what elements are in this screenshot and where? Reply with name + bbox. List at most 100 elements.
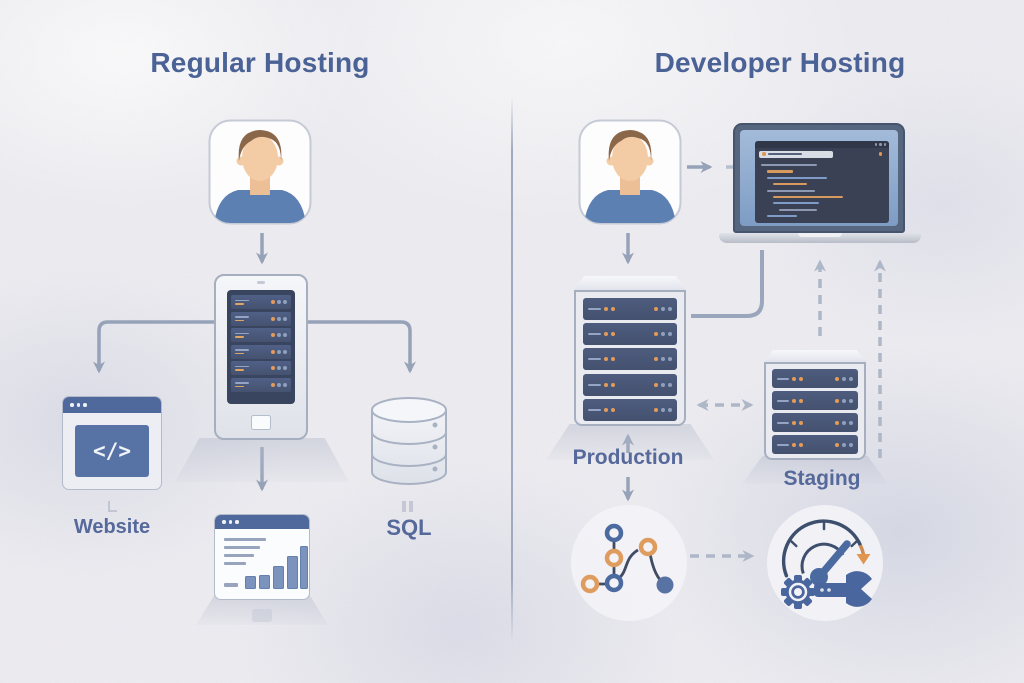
gauge-arrowhead	[856, 554, 871, 565]
user-avatar-right	[578, 119, 682, 225]
laptop-notch	[798, 233, 842, 237]
code-line	[767, 176, 827, 179]
git-node-solid	[656, 576, 674, 594]
rack-top-face	[764, 350, 866, 362]
arrow-server-to-database	[308, 320, 416, 374]
website-browser-icon: </>	[62, 396, 162, 490]
gauge-icon	[781, 519, 871, 586]
rack-body	[764, 362, 866, 460]
code-line	[773, 183, 807, 186]
wrench-icon	[814, 571, 872, 607]
tower-screen	[227, 290, 295, 404]
laptop-base	[719, 233, 921, 243]
staging-pedestal	[742, 456, 888, 484]
server-unit	[231, 344, 291, 359]
rack-top-face	[574, 276, 686, 290]
text-line	[224, 546, 260, 549]
server-unit	[231, 377, 291, 392]
code-lines	[755, 159, 889, 223]
editor-dot	[878, 152, 882, 156]
analytics-pedestal	[196, 595, 328, 625]
production-rack-icon	[574, 276, 686, 426]
chart-bar	[259, 575, 270, 589]
server-tower-icon	[214, 274, 308, 440]
analytics-browser-icon	[214, 514, 310, 600]
staging-rack-icon	[764, 350, 866, 460]
server-unit	[231, 295, 291, 309]
avatar-hair	[608, 130, 652, 161]
server-tower-pedestal	[175, 438, 349, 482]
avatar-face	[242, 135, 278, 181]
laptop-glass	[740, 130, 898, 226]
text-line	[224, 554, 254, 557]
rack-body	[574, 290, 686, 426]
git-node-orange	[604, 548, 624, 568]
browser-header	[215, 515, 309, 529]
code-line	[761, 164, 817, 167]
arrow-server-to-website	[93, 320, 215, 374]
decorative-mark	[108, 501, 117, 512]
column-divider	[511, 97, 513, 643]
server-unit	[231, 311, 291, 326]
chart-bar	[245, 576, 256, 589]
chart-bar	[287, 556, 298, 589]
avatar-shirt	[584, 190, 676, 223]
server-unit	[583, 398, 677, 421]
code-editor-window	[755, 141, 889, 223]
legend-block	[224, 583, 238, 587]
git-node-orange	[638, 537, 658, 557]
server-unit	[772, 413, 858, 432]
text-line	[224, 562, 246, 565]
text-line	[224, 538, 266, 541]
tower-drive-slot	[251, 415, 271, 430]
editor-titlebar	[755, 141, 889, 148]
production-pedestal	[546, 424, 714, 460]
left-title: Regular Hosting	[150, 47, 370, 78]
git-node-blue	[604, 573, 624, 593]
server-unit	[231, 361, 291, 375]
chart-bar	[300, 546, 308, 589]
database-cylinder-icon	[371, 397, 447, 485]
code-line	[767, 189, 815, 192]
editor-tabbar	[755, 148, 889, 159]
staging-label: Staging	[783, 467, 861, 490]
avatar-shirt	[214, 190, 306, 223]
git-branch-graph-icon	[571, 505, 687, 621]
decorative-mark	[252, 609, 272, 622]
code-line	[779, 208, 817, 211]
avatar-hair	[238, 130, 282, 161]
server-unit	[231, 328, 291, 342]
gear-icon	[781, 575, 815, 609]
server-unit	[772, 391, 858, 410]
laptop-code-editor-icon	[733, 123, 905, 233]
tower-vent	[257, 281, 265, 284]
production-label: Production	[572, 446, 684, 469]
code-glyph-panel: </>	[75, 425, 149, 477]
website-label: Website	[73, 516, 151, 538]
code-line	[773, 195, 843, 199]
git-node-blue	[604, 523, 624, 543]
avatar-face	[612, 135, 648, 181]
decorative-mark	[402, 499, 413, 517]
server-unit	[583, 323, 677, 346]
chart-bar	[273, 566, 284, 589]
server-unit	[583, 348, 677, 371]
database-label: SQL	[386, 515, 432, 540]
code-line	[767, 215, 797, 218]
right-title: Developer Hosting	[654, 47, 906, 78]
tooling-icon	[767, 505, 883, 621]
tab-icon	[762, 152, 766, 156]
server-unit	[583, 298, 677, 320]
git-node-orange	[580, 574, 600, 594]
browser-header	[63, 397, 161, 413]
server-unit	[583, 373, 677, 396]
user-avatar-left	[208, 119, 312, 225]
connector-laptop-to-production	[691, 250, 764, 318]
code-line	[773, 202, 819, 205]
server-unit	[772, 369, 858, 388]
editor-tab	[759, 150, 833, 158]
code-glyph: </>	[93, 439, 131, 463]
server-unit	[772, 435, 858, 454]
